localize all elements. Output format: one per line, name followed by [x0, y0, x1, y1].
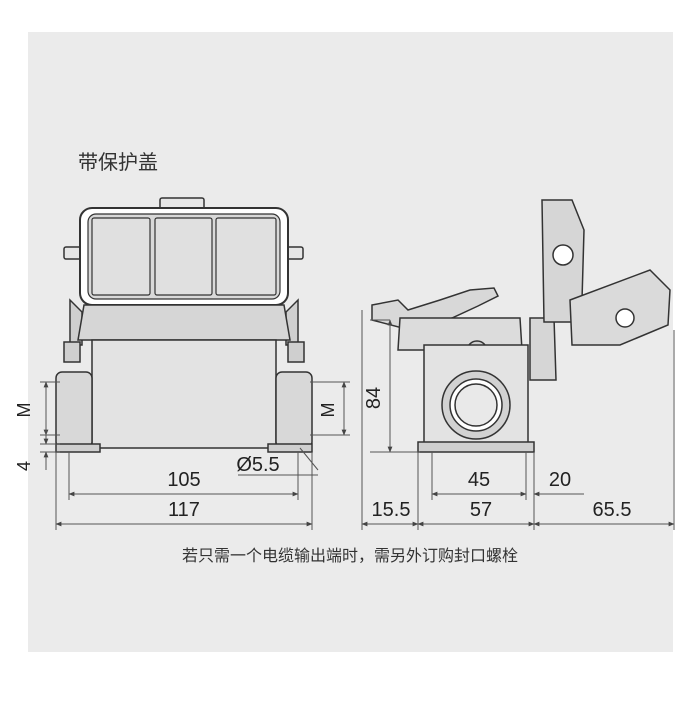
- label-65-5: 65.5: [593, 499, 632, 521]
- label-105: 105: [167, 469, 200, 491]
- label-45: 45: [468, 469, 490, 491]
- label-m-left: M: [14, 403, 34, 418]
- label-57: 57: [470, 499, 492, 521]
- label-117: 117: [168, 499, 200, 521]
- label-4: 4: [14, 461, 34, 471]
- dimension-labels: 105 117 Ø5.5 M M 4 84 45 20 15.5 57 65.5: [14, 387, 631, 521]
- label-20: 20: [549, 469, 571, 491]
- drawing-title: 带保护盖: [78, 150, 158, 174]
- front-view: [55, 197, 313, 453]
- label-m-right: M: [318, 403, 338, 418]
- label-15-5: 15.5: [372, 499, 411, 521]
- drawing-note: 若只需一个电缆输出端时，需另外订购封口螺栓: [181, 546, 518, 565]
- side-view: [371, 199, 671, 453]
- label-hole-diameter: Ø5.5: [236, 454, 279, 476]
- label-84: 84: [363, 387, 385, 409]
- side-dimensions: [361, 310, 675, 530]
- front-dimensions: [40, 381, 350, 530]
